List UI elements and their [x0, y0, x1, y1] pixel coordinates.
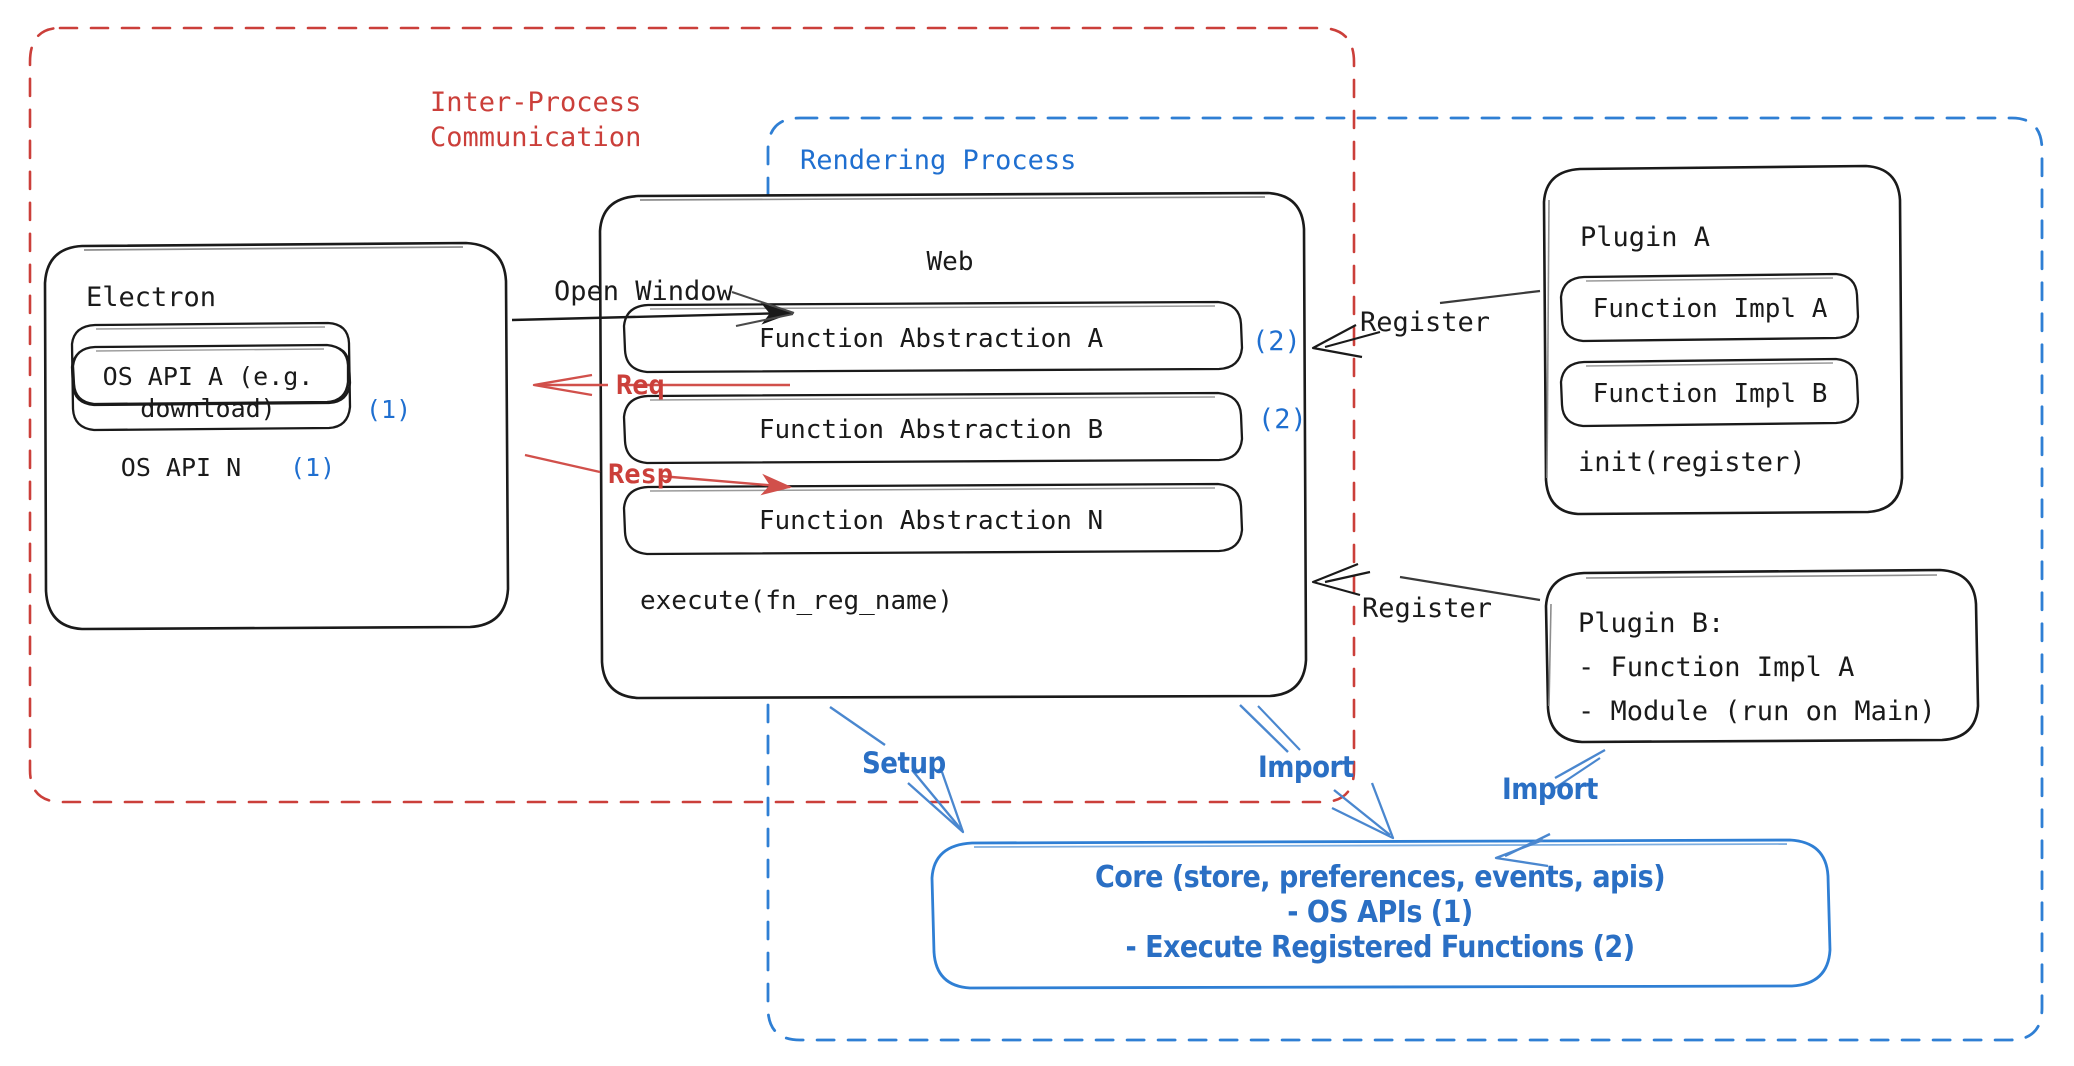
function-impl-b-label: Function Impl B [1592, 379, 1828, 409]
function-abstraction-a-marker: (2) [1252, 326, 1301, 357]
rendering-process-label: Rendering Process [800, 145, 1077, 176]
ipc-region-label: Inter-Process Communication [430, 87, 642, 153]
core-line-1: Core (store, preferences, events, apis) [1094, 860, 1666, 895]
plugin-b-line-2: - Function Impl A [1578, 652, 1855, 683]
edge-label-setup: Setup [862, 746, 946, 780]
os-api-n-label: OS API N [120, 453, 242, 482]
edge-label-open-window: Open Window [554, 276, 733, 307]
edge-register-a [1311, 289, 1541, 359]
edge-resp [524, 453, 793, 496]
function-impl-a-label: Function Impl A [1592, 294, 1828, 324]
web-footer-execute: execute(fn_reg_name) [640, 586, 954, 616]
plugin-b-line-1: Plugin B: [1578, 608, 1725, 639]
electron-title: Electron [86, 282, 217, 313]
function-abstraction-b-label: Function Abstraction B [758, 415, 1104, 445]
edge-open-window [511, 291, 795, 327]
core-box [930, 838, 1832, 990]
edge-req [532, 373, 790, 397]
function-abstraction-n-label: Function Abstraction N [758, 506, 1104, 536]
edge-import-web [1239, 704, 1395, 840]
function-impl-a-box [1559, 272, 1860, 343]
web-title: Web [926, 247, 974, 277]
function-abstraction-n-box [622, 482, 1244, 556]
os-api-n-marker: (1) [290, 453, 336, 482]
plugin-b-line-3: - Module (run on Main) [1578, 696, 1936, 727]
rendering-region-boundary [766, 116, 2044, 1042]
edge-register-b [1311, 562, 1541, 602]
edge-setup [829, 706, 965, 834]
edge-import-plugin [1494, 748, 1606, 868]
plugin-b-box [1544, 568, 1980, 744]
function-abstraction-a-label: Function Abstraction A [758, 324, 1104, 354]
edge-label-resp: Resp [608, 459, 674, 490]
os-api-a-label: OS API A (e.g. download) [102, 362, 314, 423]
core-line-3: - Execute Registered Functions (2) [1125, 930, 1635, 965]
edge-label-import-web: Import [1258, 750, 1354, 784]
edge-label-register-a: Register [1360, 307, 1491, 338]
edge-label-req: Req [616, 370, 665, 401]
function-abstraction-b-box [622, 391, 1244, 465]
core-line-2: - OS APIs (1) [1287, 895, 1473, 930]
plugin-a-footer-init: init(register) [1578, 447, 1806, 478]
function-impl-b-box [1559, 357, 1860, 428]
edge-label-import-plugin: Import [1502, 772, 1598, 806]
plugin-a-title: Plugin A [1580, 222, 1711, 253]
os-api-a-marker: (1) [366, 395, 412, 424]
ipc-region-boundary [28, 26, 1356, 804]
os-api-n-box-frame [71, 343, 350, 406]
edge-label-register-b: Register [1362, 593, 1493, 624]
function-abstraction-b-marker: (2) [1258, 404, 1307, 435]
